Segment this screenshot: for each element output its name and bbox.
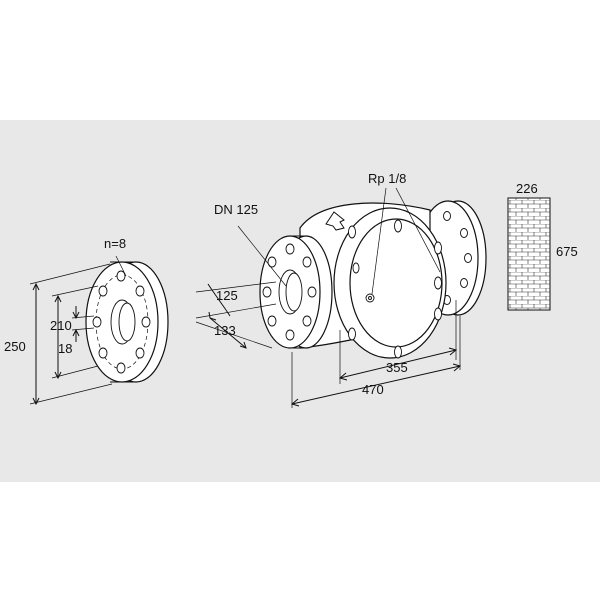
left-flange-bolt-hole [116,270,126,282]
inner-length-label: 355 [386,360,408,375]
flow-arrow [325,211,345,231]
bolt-hole-label: 18 [58,341,72,356]
overall-length-label: 470 [362,382,384,397]
bolt-count-label: n=8 [104,236,126,251]
left-flange-dimensions [29,255,127,406]
wall-section [507,197,551,311]
wall-thickness-label: 226 [516,181,538,196]
flange-outer-diameter-label: 250 [4,339,26,354]
nominal-diameter-label: DN 125 [214,202,258,217]
test-port-label: Rp 1/8 [368,171,406,186]
port-bore-label: 125 [216,288,238,303]
valve-body-dimensions [195,187,462,408]
wall-height-label: 675 [556,244,578,259]
port-offset-label: 133 [214,323,236,338]
left-flange [85,261,169,383]
valve-body [259,200,487,359]
bolt-circle-label: 210 [50,318,72,333]
